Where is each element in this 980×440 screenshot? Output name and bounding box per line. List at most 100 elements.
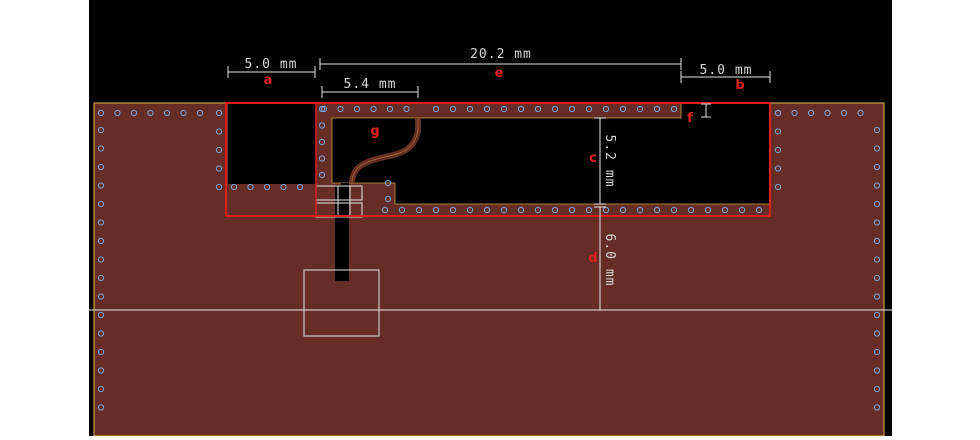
via [873, 126, 881, 134]
via [97, 145, 105, 152]
via [97, 163, 105, 171]
via [215, 183, 223, 191]
via [551, 206, 559, 214]
via [215, 165, 223, 172]
label-c: c [589, 151, 597, 166]
label-d: d [588, 251, 597, 266]
via [449, 105, 457, 113]
slot-left [228, 104, 316, 184]
via [755, 206, 763, 214]
via [653, 105, 661, 113]
label-f: f [687, 111, 693, 126]
via [670, 206, 678, 214]
via [163, 109, 171, 117]
via [636, 206, 644, 214]
via [873, 182, 881, 189]
antenna-outline [225, 102, 771, 217]
dimension-c-value: 5.2 mm [602, 135, 617, 188]
dimension-a-value: 5.0 mm [245, 57, 298, 72]
via [318, 155, 326, 162]
via [774, 183, 782, 191]
via [381, 206, 389, 214]
via [619, 105, 627, 113]
via [500, 105, 508, 113]
via [602, 105, 610, 113]
dimension-g-width-value: 5.4 mm [344, 77, 397, 92]
via [670, 105, 678, 113]
via [97, 404, 105, 411]
via [483, 105, 491, 113]
via [97, 293, 105, 300]
via [353, 105, 361, 113]
via [215, 128, 223, 135]
via [263, 183, 271, 191]
via [791, 109, 798, 117]
via [704, 206, 712, 214]
via [97, 182, 105, 189]
via [449, 206, 457, 214]
via [147, 109, 154, 117]
via [97, 367, 105, 374]
via [97, 219, 105, 226]
via [873, 163, 881, 171]
via [97, 109, 105, 117]
via [320, 105, 328, 113]
via [230, 183, 238, 191]
via [873, 200, 881, 208]
via [280, 183, 287, 191]
via [97, 200, 105, 208]
via [97, 311, 105, 319]
via [296, 183, 304, 191]
via [585, 206, 593, 214]
via [873, 145, 881, 152]
via [318, 122, 326, 129]
via [517, 206, 525, 214]
via [97, 256, 105, 263]
via [774, 165, 782, 172]
via [466, 105, 474, 113]
via [774, 146, 782, 154]
via [196, 109, 204, 117]
via [318, 105, 326, 113]
via [653, 206, 661, 214]
feed-strip-top [341, 183, 349, 233]
label-e: e [495, 66, 504, 81]
via [97, 274, 105, 282]
via [370, 105, 377, 113]
dimension-e-value: 20.2 mm [470, 47, 532, 62]
via [247, 183, 254, 191]
via [873, 311, 881, 319]
via [114, 109, 121, 117]
via [873, 293, 881, 300]
via [873, 330, 881, 337]
via [534, 105, 542, 113]
via [568, 206, 576, 214]
dimension-b-value: 5.0 mm [700, 63, 753, 78]
via [840, 109, 848, 117]
via [97, 237, 105, 245]
via [97, 126, 105, 134]
dimension-d-value: 6.0 mm [602, 234, 617, 287]
via [738, 206, 746, 214]
via [636, 105, 644, 113]
via [687, 206, 695, 214]
via [774, 128, 782, 135]
via [721, 206, 729, 214]
via [873, 367, 881, 374]
label-g: g [370, 124, 379, 139]
via [807, 109, 815, 117]
via [619, 206, 627, 214]
via [585, 105, 593, 113]
via [873, 237, 881, 245]
via [403, 105, 410, 113]
via [517, 105, 525, 113]
via [180, 109, 187, 117]
via [384, 179, 392, 187]
via [483, 206, 491, 214]
via [415, 206, 423, 214]
via [824, 109, 831, 117]
via [215, 146, 223, 154]
via [432, 105, 440, 113]
